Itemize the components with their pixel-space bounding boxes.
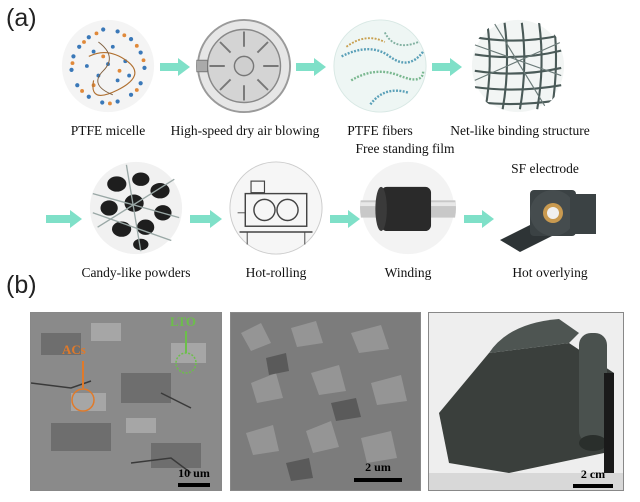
sem-image-electrode-surface bbox=[30, 312, 222, 491]
panel-label-a: (a) bbox=[6, 4, 37, 32]
ptfe-fibers-icon bbox=[332, 18, 428, 114]
process-arrow bbox=[432, 58, 462, 76]
process-arrow bbox=[46, 210, 82, 228]
step-label-hot-overlying: Hot overlying bbox=[512, 265, 588, 280]
candy-powder-icon bbox=[88, 160, 184, 256]
scale-label: 2 um bbox=[365, 460, 391, 474]
panel-label-b: (b) bbox=[6, 271, 37, 299]
step-label-hot-rolling: Hot-rolling bbox=[245, 265, 307, 280]
photo-flexible-electrode bbox=[428, 312, 624, 491]
winding-roll-icon bbox=[360, 160, 456, 256]
step-label-winding: Winding bbox=[384, 265, 432, 280]
process-arrow bbox=[190, 210, 222, 228]
step-label-free-standing-film: Free standing film bbox=[355, 141, 455, 156]
annotation-lto: LTO bbox=[170, 314, 197, 329]
step-label-candy-powder: Candy-like powders bbox=[81, 265, 191, 280]
annotation-acs: ACs bbox=[62, 342, 86, 357]
scale-label: 2 cm bbox=[580, 467, 606, 481]
scale-bar bbox=[178, 483, 210, 487]
scale-label: 10 um bbox=[178, 466, 210, 480]
step-label-sf-electrode: SF electrode bbox=[511, 161, 579, 176]
scale-bar bbox=[354, 478, 402, 482]
scale-bar bbox=[573, 484, 613, 488]
step-label-ptfe-fibers: PTFE fibers bbox=[347, 123, 413, 138]
sem-image-particles bbox=[230, 312, 421, 491]
net-structure-icon bbox=[470, 18, 566, 114]
electrode-roll-icon bbox=[500, 190, 596, 252]
process-arrow bbox=[296, 58, 326, 76]
process-arrow bbox=[464, 210, 494, 228]
process-arrow bbox=[330, 210, 360, 228]
air-blowing-fan-icon bbox=[196, 18, 292, 114]
step-label-air-blowing: High-speed dry air blowing bbox=[170, 123, 320, 138]
step-label-net-structure: Net-like binding structure bbox=[450, 123, 590, 138]
hot-rolling-machine-icon bbox=[228, 160, 324, 256]
step-label-ptfe-micelle: PTFE micelle bbox=[70, 123, 146, 138]
ptfe-micelle-icon bbox=[60, 18, 156, 114]
process-arrow bbox=[160, 58, 190, 76]
